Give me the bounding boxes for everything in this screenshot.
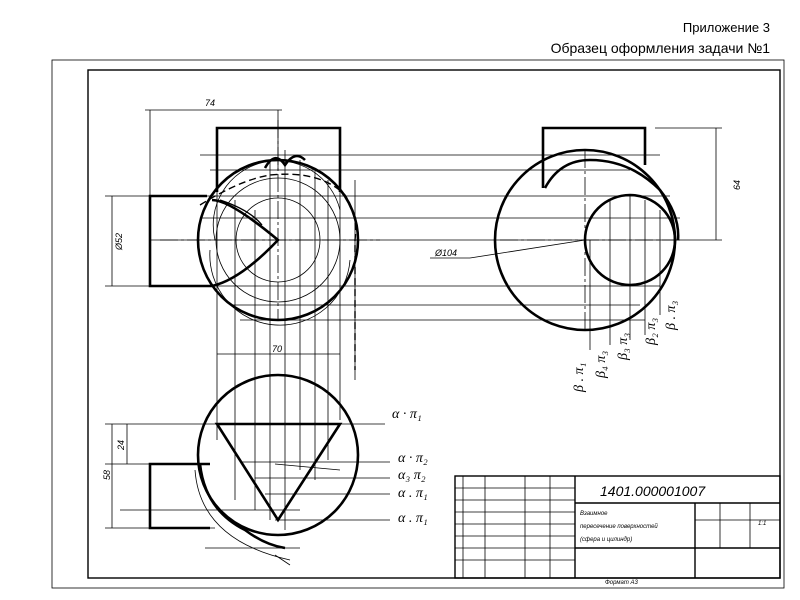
drawing-name-line3: (сфера и цилиндр) <box>580 537 632 543</box>
appendix-label: Приложение 3 <box>682 20 770 35</box>
plane-alpha-pi1-b: α . π₁ <box>398 486 428 501</box>
cylinder-front <box>215 126 342 192</box>
plane-alpha-pi1-top: α · π₁ <box>392 407 422 422</box>
cylinder-top <box>148 462 210 530</box>
sphere-top <box>196 373 360 537</box>
title-block <box>454 475 781 579</box>
drawing-designation: 1401.000001007 <box>600 483 706 499</box>
plane-beta4-pi3: β₄ π₃ <box>594 351 609 379</box>
dimension-74: 74 <box>205 98 215 108</box>
top-view <box>105 373 390 566</box>
dimension-diameter-52: Ø52 <box>114 233 124 251</box>
plane-alpha3-pi2: α₃ π₂ <box>398 468 426 483</box>
drawing-scale: 1:1 <box>758 521 766 527</box>
plane-beta-pi3: β . π₃ <box>664 301 679 331</box>
dimension-64: 64 <box>732 180 742 190</box>
dimension-24: 24 <box>116 440 126 451</box>
plane-beta-pi1: β . π₁ <box>572 363 587 393</box>
front-view <box>105 109 680 530</box>
sphere-front <box>196 158 360 322</box>
dimension-70: 70 <box>272 344 282 354</box>
side-view <box>430 126 722 350</box>
outer-frame <box>51 59 785 589</box>
dimension-58: 58 <box>102 470 112 480</box>
drawing-name-line1: Взаимное <box>580 511 608 517</box>
plane-beta2-pi3: β₂ π₃ <box>644 318 659 346</box>
plane-alpha-pi2: α · π₂ <box>398 451 428 466</box>
sheet-format: Формат А3 <box>605 580 638 586</box>
drawing-name-line2: пересечение поверхностей <box>580 523 658 530</box>
plane-alpha-pi1-c: α . π₁ <box>398 511 428 526</box>
cone-top <box>214 422 343 523</box>
sample-title: Образец оформления задачи №1 <box>550 40 770 56</box>
plane-beta3-pi3: β₃ π₃ <box>616 333 631 361</box>
inner-frame <box>87 69 781 579</box>
dimension-diameter-104: Ø104 <box>434 248 457 258</box>
